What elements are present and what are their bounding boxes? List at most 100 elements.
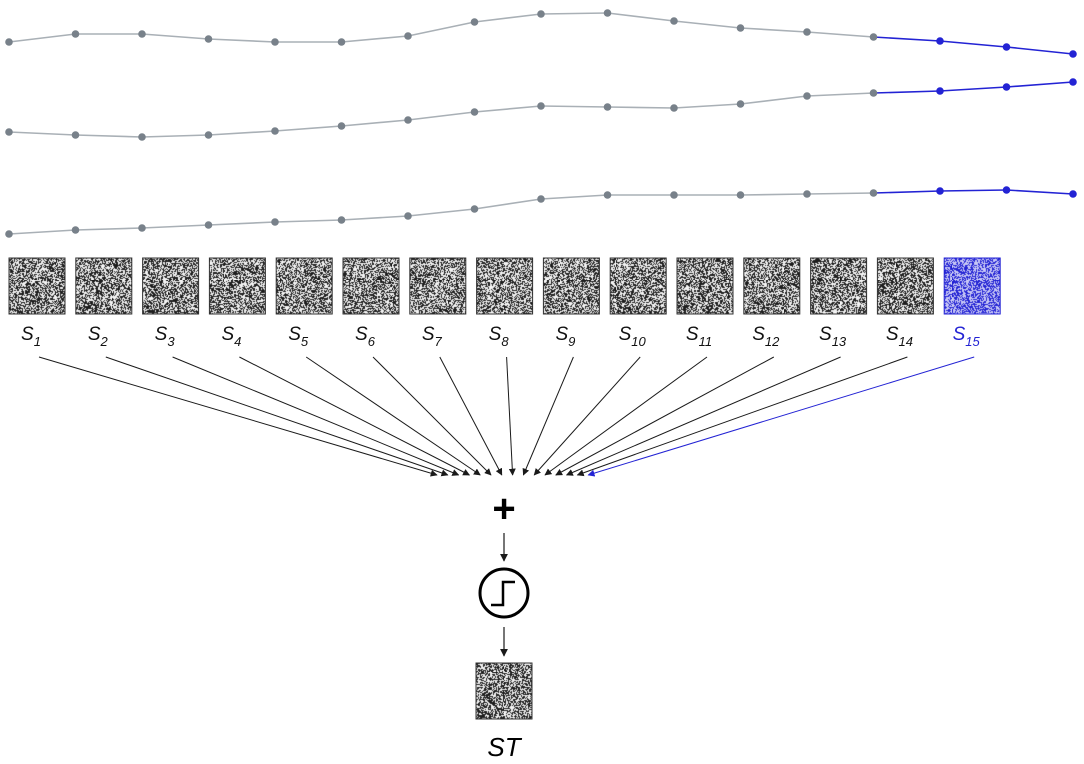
- trajectory-point: [936, 187, 944, 195]
- trajectory-segment: [607, 106, 675, 109]
- stimulus-label-name: S: [686, 324, 699, 345]
- stimulus-label-name: S: [886, 324, 899, 345]
- trajectory-point: [869, 33, 878, 41]
- trajectory-point: [1002, 43, 1011, 51]
- output-label: ST: [487, 732, 522, 762]
- trajectory-point: [736, 24, 745, 32]
- trajectory-point: [404, 116, 412, 124]
- trajectory-segment: [474, 198, 542, 210]
- trajectory-segment: [141, 33, 209, 40]
- stimulus-label-12: S12: [752, 324, 780, 349]
- trajectory-point: [603, 9, 612, 17]
- trajectory-point: [5, 230, 13, 238]
- stimulus-tile-12: [743, 257, 801, 315]
- trajectory-point: [404, 32, 412, 40]
- trajectory-point: [803, 28, 811, 36]
- trajectory-point: [603, 191, 612, 199]
- trajectory-point: [5, 128, 13, 136]
- trajectory-segment: [474, 13, 542, 23]
- trajectory-point: [803, 190, 811, 198]
- trajectory-point: [1069, 50, 1077, 58]
- trajectory-point: [337, 122, 346, 130]
- stimulus-label-2: S2: [88, 324, 109, 349]
- trajectory-segment: [274, 125, 342, 132]
- trajectory-segment: [740, 193, 808, 196]
- stimulus-label-name: S: [355, 324, 368, 345]
- trajectory-segment: [474, 105, 542, 113]
- stimulus-label-subscript: 3: [167, 334, 175, 349]
- trajectory-point: [271, 218, 279, 226]
- arrow-from-stimulus-5: [305, 356, 481, 476]
- arrow-from-stimulus-13: [565, 356, 841, 476]
- stimulus-label-11: S11: [686, 324, 712, 349]
- stimulus-label-6: S6: [355, 324, 376, 349]
- stimulus-tile-9: [542, 257, 600, 315]
- trajectory-segment: [673, 103, 741, 109]
- trajectory-segment: [1006, 46, 1074, 55]
- arrow-from-stimulus-2: [105, 356, 449, 477]
- stimulus-label-subscript: 13: [832, 334, 847, 349]
- stimulus-tile-11: [676, 257, 734, 315]
- trajectory-point: [803, 92, 811, 100]
- trajectory-point: [603, 103, 612, 111]
- trajectory-segment: [407, 111, 475, 121]
- stimulus-label-15: S15: [953, 324, 981, 349]
- arrow-from-stimulus-3: [172, 356, 460, 476]
- trajectory-point: [337, 38, 346, 46]
- trajectory-point: [869, 89, 878, 97]
- trajectory-point: [1069, 190, 1077, 198]
- stimulus-label-subscript: 9: [568, 334, 575, 349]
- trajectory-point: [470, 108, 479, 116]
- trajectory-segment: [208, 130, 276, 136]
- trajectory-point: [936, 37, 944, 45]
- trajectory-1: [5, 9, 1077, 58]
- trajectory-point: [537, 102, 545, 110]
- trajectory-segment: [939, 86, 1007, 92]
- stimulus-label-8: S8: [489, 324, 510, 349]
- trajectory-segment: [341, 215, 409, 221]
- stimulus-tile-2: [75, 257, 133, 315]
- stimulus-tile-10: [609, 257, 667, 315]
- stimulus-label-name: S: [88, 324, 101, 345]
- arrow-from-stimulus-10: [533, 356, 641, 476]
- output-tile: [475, 662, 533, 720]
- trajectory-point: [5, 38, 13, 46]
- arrow-from-stimulus-7: [439, 356, 503, 476]
- stimulus-label-7: S7: [422, 324, 443, 349]
- stimulus-label-4: S4: [221, 324, 241, 349]
- arrow-from-stimulus-6: [372, 356, 492, 476]
- stimulus-label-subscript: 7: [435, 334, 443, 349]
- trajectory-point: [204, 221, 213, 229]
- trajectory-segment: [75, 134, 143, 138]
- trajectory-segment: [141, 134, 209, 138]
- stimulus-label-3: S3: [155, 324, 176, 349]
- stimulus-label-1: S1: [21, 324, 41, 349]
- trajectory-segment: [8, 33, 76, 43]
- trajectory-point: [1002, 186, 1011, 194]
- trajectory-point: [869, 189, 878, 197]
- trajectory-segment: [939, 189, 1007, 192]
- trajectory-point: [670, 17, 678, 25]
- trajectory-segment: [806, 31, 874, 38]
- stimulus-label-subscript: 5: [301, 334, 309, 349]
- trajectory-segment: [407, 21, 475, 37]
- stimulus-label-subscript: 11: [699, 334, 713, 349]
- trajectory-point: [204, 35, 213, 43]
- arrow-from-stimulus-4: [239, 356, 471, 476]
- trajectory-point: [337, 216, 346, 224]
- stimulus-tile-4: [208, 257, 266, 315]
- trajectory-point: [1002, 83, 1011, 91]
- trajectory-segment: [873, 90, 941, 94]
- stimulus-label-9: S9: [555, 324, 575, 349]
- stimulus-label-name: S: [489, 324, 502, 345]
- stimulus-label-subscript: 15: [965, 334, 980, 349]
- trajectory-segment: [75, 227, 143, 231]
- stimulus-label-name: S: [288, 324, 301, 345]
- trajectory-point: [71, 131, 80, 139]
- stimulus-label-5: S5: [288, 324, 309, 349]
- trajectory-segment: [341, 35, 409, 43]
- trajectory-3: [5, 186, 1077, 238]
- stimulus-label-subscript: 8: [501, 334, 509, 349]
- summation-arrows: [38, 356, 975, 477]
